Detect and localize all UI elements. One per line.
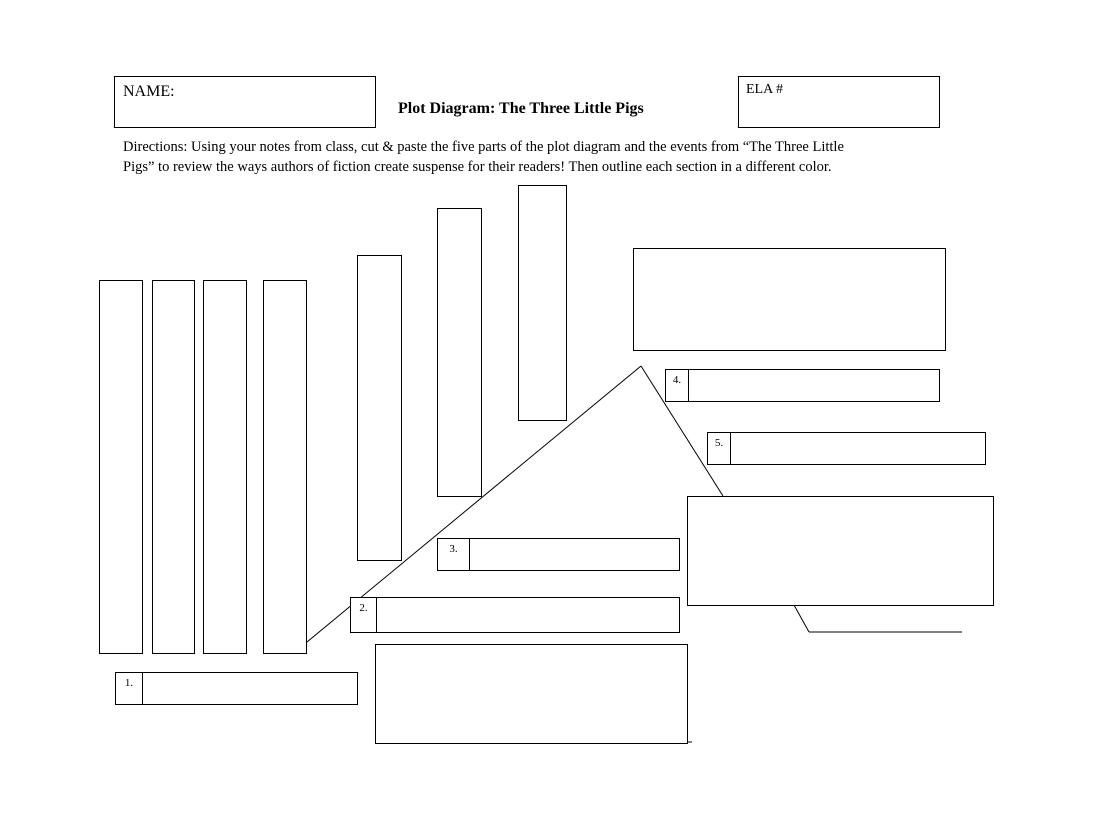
name-label: NAME: [123, 83, 175, 100]
cutout-strip[interactable] [203, 280, 247, 654]
plot-label-4-box[interactable]: 4. [665, 369, 940, 402]
plot-label-number: 4. [665, 369, 689, 402]
directions-line-1: Directions: Using your notes from class,… [123, 139, 844, 155]
cutout-strip[interactable] [99, 280, 143, 654]
plot-label-3-box[interactable]: 3. [437, 538, 680, 571]
plot-label-number: 2. [350, 597, 377, 633]
cutout-strip[interactable] [263, 280, 307, 654]
cutout-strip[interactable] [437, 208, 482, 497]
cutout-strip[interactable] [152, 280, 195, 654]
plot-label-number: 3. [437, 538, 470, 571]
ela-label: ELA # [746, 82, 783, 97]
ela-number-field[interactable]: ELA # [738, 76, 940, 128]
exposition-event-box[interactable] [375, 644, 688, 744]
cutout-strip[interactable] [518, 185, 567, 421]
plot-label-1-box[interactable]: 1. [115, 672, 358, 705]
plot-label-2-box[interactable]: 2. [350, 597, 680, 633]
plot-label-number: 5. [707, 432, 731, 465]
page-title: Plot Diagram: The Three Little Pigs [398, 100, 644, 117]
climax-event-box[interactable] [633, 248, 946, 351]
plot-label-number: 1. [115, 672, 143, 705]
directions-line-2: Pigs” to review the ways authors of fict… [123, 159, 832, 175]
resolution-event-box[interactable] [687, 496, 994, 606]
cutout-strip[interactable] [357, 255, 402, 561]
falling-action-line-lower [793, 604, 810, 633]
name-field[interactable]: NAME: [114, 76, 376, 128]
plot-label-5-box[interactable]: 5. [707, 432, 986, 465]
